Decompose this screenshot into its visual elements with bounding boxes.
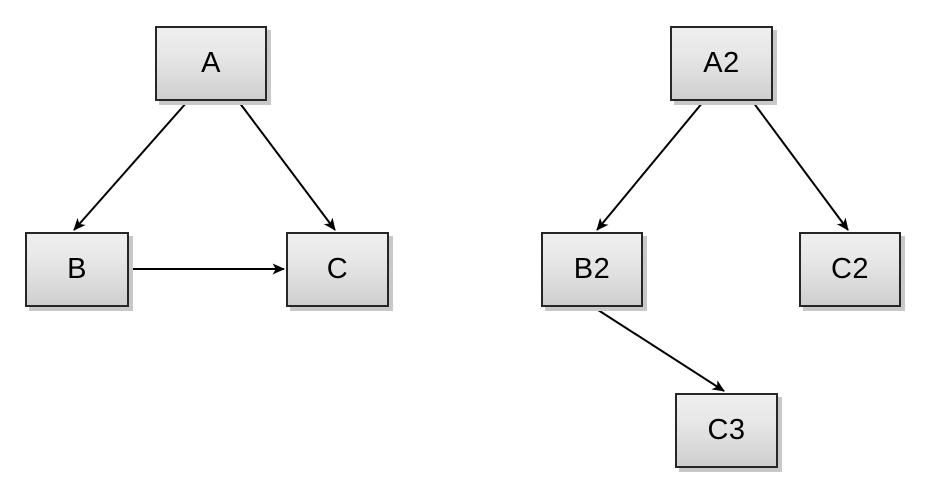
node-c[interactable]: C xyxy=(286,232,389,307)
edge-a-b[interactable] xyxy=(73,101,188,231)
node-b2[interactable]: B2 xyxy=(541,232,643,307)
edge-a2-b2[interactable] xyxy=(596,101,704,231)
node-label: C xyxy=(326,253,349,285)
node-b[interactable]: B xyxy=(25,232,129,307)
node-label: B2 xyxy=(573,253,611,285)
edge-a-c[interactable] xyxy=(238,101,336,231)
node-c3[interactable]: C3 xyxy=(675,393,778,468)
edge-b2-c3[interactable] xyxy=(594,307,725,392)
node-c2[interactable]: C2 xyxy=(799,232,901,307)
edges-group xyxy=(73,101,849,392)
edge-a2-c2[interactable] xyxy=(752,101,849,231)
node-label: C2 xyxy=(830,253,870,285)
node-label: A2 xyxy=(703,47,740,79)
node-label: A xyxy=(201,47,221,79)
node-a[interactable]: A xyxy=(155,26,267,101)
node-label: B xyxy=(67,253,87,285)
node-a2[interactable]: A2 xyxy=(670,26,773,101)
node-label: C3 xyxy=(707,414,746,446)
